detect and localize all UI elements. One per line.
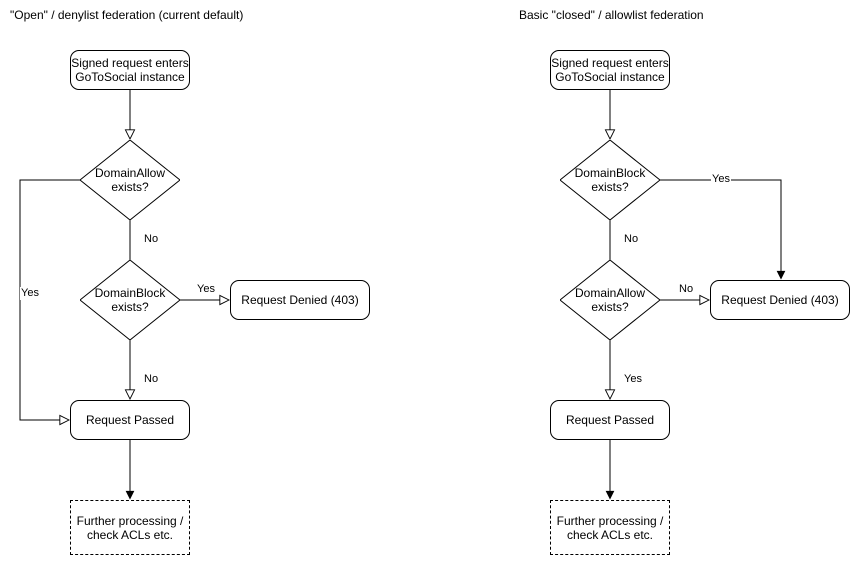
node-request-denied-left-label: Request Denied (403) <box>241 293 359 307</box>
column-title-closed-allowlist: Basic "closed" / allowlist federation <box>519 8 704 22</box>
node-domainblock-right[interactable]: DomainBlock exists? <box>560 140 660 220</box>
edge-label-domainallow-yes-right: Yes <box>623 373 643 386</box>
node-entry-left-label: Signed request enters GoToSocial instanc… <box>71 56 189 84</box>
edge-label-domainallow-yes-left: Yes <box>20 287 40 300</box>
node-request-passed-left-label: Request Passed <box>85 413 175 427</box>
node-request-denied-right-label: Request Denied (403) <box>721 293 839 307</box>
node-domainallow-right[interactable]: DomainAllow exists? <box>560 260 660 340</box>
node-domainblock-left-label: DomainBlock exists? <box>94 286 166 314</box>
diamond-shape-icon <box>80 140 180 220</box>
edge-label-domainblock-no-right: No <box>623 233 640 246</box>
edge-domainallow-yes-left <box>19 179 80 420</box>
node-request-passed-left[interactable]: Request Passed <box>70 400 190 440</box>
node-further-processing-left-label: Further processing / check ACLs etc. <box>76 513 184 542</box>
edge-domainblock-yes-right <box>660 179 781 278</box>
node-further-processing-right-label: Further processing / check ACLs etc. <box>556 513 664 542</box>
node-entry-left[interactable]: Signed request enters GoToSocial instanc… <box>70 50 190 90</box>
node-domainblock-right-label: DomainBlock exists? <box>574 166 646 194</box>
node-entry-right[interactable]: Signed request enters GoToSocial instanc… <box>550 50 670 90</box>
diamond-shape-icon <box>560 260 660 340</box>
node-request-passed-right-label: Request Passed <box>565 413 655 427</box>
node-domainallow-right-label: DomainAllow exists? <box>574 286 646 314</box>
edge-label-domainblock-yes-right: Yes <box>711 173 731 186</box>
edge-label-domainblock-no-left: No <box>143 373 160 386</box>
edge-label-domainblock-yes-left: Yes <box>196 283 216 296</box>
node-domainblock-left[interactable]: DomainBlock exists? <box>80 260 180 340</box>
edge-label-domainallow-no-left: No <box>143 233 160 246</box>
node-further-processing-right[interactable]: Further processing / check ACLs etc. <box>550 500 670 555</box>
node-request-denied-left[interactable]: Request Denied (403) <box>230 280 370 320</box>
node-domainallow-left[interactable]: DomainAllow exists? <box>80 140 180 220</box>
node-request-passed-right[interactable]: Request Passed <box>550 400 670 440</box>
diamond-shape-icon <box>80 260 180 340</box>
edge-label-domainallow-no-right: No <box>678 283 695 296</box>
column-title-open-denylist: "Open" / denylist federation (current de… <box>10 8 244 22</box>
node-domainallow-left-label: DomainAllow exists? <box>94 166 166 194</box>
node-request-denied-right[interactable]: Request Denied (403) <box>710 280 850 320</box>
node-further-processing-left[interactable]: Further processing / check ACLs etc. <box>70 500 190 555</box>
diamond-shape-icon <box>560 140 660 220</box>
node-entry-right-label: Signed request enters GoToSocial instanc… <box>551 56 669 84</box>
